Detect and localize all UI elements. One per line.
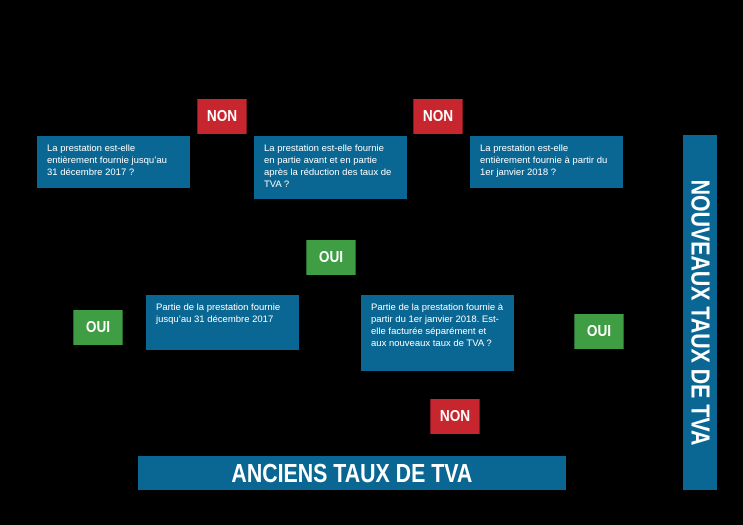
old-vat-rates-banner: ANCIENS TAUX DE TVA: [138, 456, 566, 490]
question-text-partly-before-after: La prestation est-elle fournie en partie…: [264, 143, 392, 190]
question-text-fully-after: La prestation est-elle entièrement fourn…: [480, 143, 608, 178]
new-vat-rates-banner: NOUVEAUX TAUX DE TVA: [683, 135, 717, 490]
question-box-fully-after: La prestation est-elle entièrement fourn…: [470, 136, 623, 188]
oui-tag-right: OUI: [574, 314, 624, 349]
question-text-fully-before: La prestation est-elle entièrement fourn…: [47, 143, 167, 178]
oui-tag-left: OUI: [73, 310, 123, 345]
part-after-question-box: Partie de la prestation fournie à partir…: [361, 295, 514, 371]
part-before-text: Partie de la prestation fournie jusqu’au…: [156, 302, 281, 325]
new-vat-rates-label: NOUVEAUX TAUX DE TVA: [685, 179, 716, 446]
non-tag-bottom: NON: [430, 399, 480, 434]
old-vat-rates-label: ANCIENS TAUX DE TVA: [231, 457, 473, 488]
non-tag-2: NON: [413, 99, 463, 134]
part-after-question-text: Partie de la prestation fournie à partir…: [371, 302, 504, 349]
oui-tag-middle: OUI: [306, 240, 356, 275]
question-box-fully-before: La prestation est-elle entièrement fourn…: [37, 136, 190, 188]
question-box-partly-before-after: La prestation est-elle fournie en partie…: [254, 136, 407, 199]
non-tag-1: NON: [197, 99, 247, 134]
part-before-box: Partie de la prestation fournie jusqu’au…: [146, 295, 299, 350]
